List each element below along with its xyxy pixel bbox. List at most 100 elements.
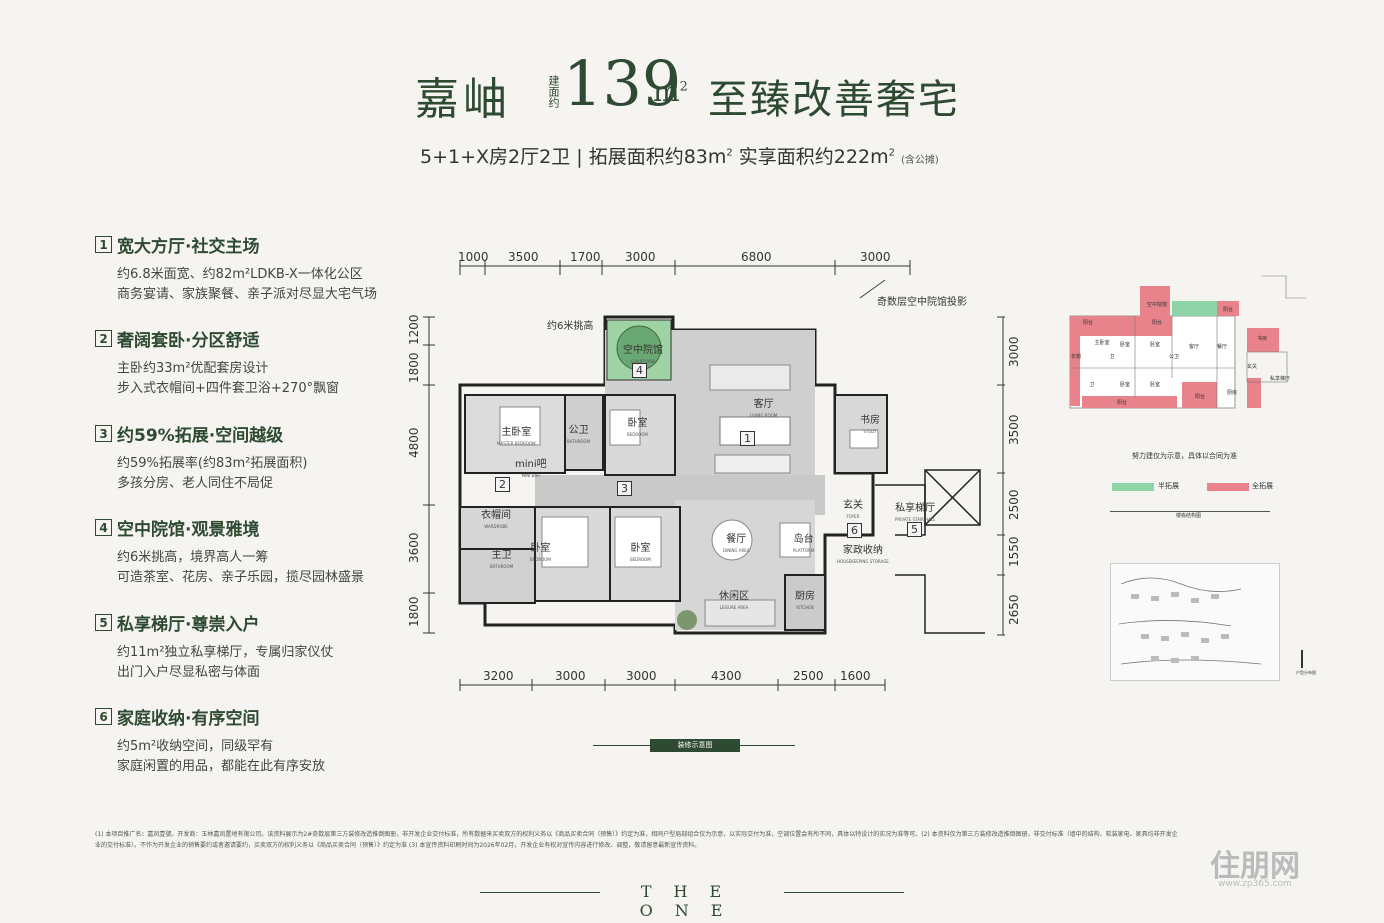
- deco-rule-left: [593, 745, 650, 746]
- marker-4: 4: [632, 363, 647, 378]
- keyplan-room: 卧室: [1150, 341, 1160, 348]
- dim-bottom: 4300: [711, 669, 742, 683]
- feature-line: 主卧约33m²优配套房设计: [117, 361, 269, 376]
- dim-bottom: 2500: [793, 669, 824, 683]
- area-label: 建面约: [547, 75, 560, 108]
- brand-text: THE ONE: [639, 882, 745, 920]
- dim-right: 3000: [1007, 336, 1021, 367]
- site-plan-drawing: [1118, 577, 1262, 665]
- floor-plan: 1000 3500 1700 3000 6800 3000 3200 3000 …: [405, 245, 1021, 700]
- keyplan-room: 餐厅: [1217, 343, 1227, 350]
- dim-top: 1700: [570, 250, 601, 264]
- feature-title: 宽大方厅·社交主场: [117, 237, 260, 257]
- dim-top: 3000: [860, 250, 891, 264]
- key-plan: 空中院馆 阳台 主卧室 卧室 卧室 客厅 餐厅 书房 卫 卧室 卧室 厨房 阳台…: [1062, 268, 1306, 523]
- keyplan-room: 空中院馆: [1147, 301, 1167, 308]
- feature-number: 3: [95, 425, 112, 442]
- keyplan-room: 公卫: [1169, 354, 1179, 360]
- dim-left: 1800: [407, 352, 421, 383]
- feature-number: 2: [95, 330, 112, 347]
- brand-footer: THE ONE: [480, 882, 904, 920]
- keyplan-room: 卫: [1089, 382, 1094, 388]
- legend-full: 全拓展: [1252, 482, 1273, 490]
- feature-title: 奢阔套卧·分区舒适: [117, 331, 260, 351]
- dim-bottom: 3000: [555, 669, 586, 683]
- watermark-text: 住朋网: [1210, 849, 1300, 884]
- keyplan-room: 阳台: [1223, 306, 1233, 313]
- brand-rule-right: [784, 892, 904, 893]
- feature-line: 约11m²独立私享梯厅，专属归家仪仗: [117, 645, 334, 660]
- feature-line: 可造茶室、花房、亲子乐园，揽尽园林盛景: [117, 570, 365, 585]
- legend: 半拓展 全拓展: [1110, 480, 1300, 494]
- dim-right: 3500: [1007, 414, 1021, 445]
- legend-swatch-full: [1207, 483, 1249, 491]
- dim-right: 1550: [1007, 536, 1021, 567]
- height-note: 约6米挑高: [547, 321, 594, 332]
- key-plan-drawing: 空中院馆 阳台 主卧室 卧室 卧室 客厅 餐厅 书房 卫 卧室 卧室 厨房 阳台…: [1069, 275, 1306, 409]
- feature-line: 约5m²收纳空间，同级罕有: [117, 739, 274, 754]
- area-value: 139: [563, 47, 682, 120]
- feature-number: 4: [95, 519, 112, 536]
- keyplan-room: 私享梯厅: [1270, 375, 1290, 382]
- disclaimer: (1) 本项目推广名：嘉凤壹號。开发商：玉林嘉凤置地有限公司。该资料展示为2#奇…: [95, 829, 1300, 851]
- dim-top: 3000: [625, 250, 656, 264]
- keyplan-room: 衣帽: [1071, 353, 1081, 360]
- feature-title: 约59%拓展·空间越级: [117, 426, 284, 446]
- feature-line: 家庭闲置的用品，都能在此有序安放: [117, 759, 326, 774]
- title-row: 嘉岫 建面约 139 m2 至臻改善奢宅: [0, 47, 1384, 135]
- keyplan-room: 卫: [1109, 354, 1114, 360]
- keyplan-room: 厨房: [1227, 389, 1237, 396]
- keyplan-room: 书房: [1257, 335, 1267, 342]
- keyplan-room: 卧室: [1150, 381, 1160, 388]
- dim-left: 3600: [407, 532, 421, 563]
- dim-left: 1200: [407, 314, 421, 345]
- watermark-logo: 住朋网 www.zp365.com: [1190, 835, 1350, 895]
- area-unit: m2: [653, 75, 688, 108]
- keyplan-caption: 楼栋结构图: [1176, 513, 1202, 519]
- feature-title: 空中院馆·观景雅境: [117, 520, 260, 540]
- dim-top: 6800: [741, 250, 772, 264]
- marker-6: 6: [847, 523, 862, 538]
- keyplan-room: 阳台: [1195, 393, 1205, 400]
- project-name: 嘉岫: [415, 74, 511, 125]
- keyplan-note: 努力建仅为示意，具体以合同为准: [1132, 452, 1237, 460]
- feature-line: 出门入户尽显私密与体面: [117, 665, 261, 680]
- feature-number: 1: [95, 236, 112, 253]
- feature-title: 家庭收纳·有序空间: [117, 709, 260, 729]
- keyplan-room: 阳台: [1117, 399, 1127, 406]
- legend-swatch-half: [1112, 483, 1154, 491]
- deco-rule-right: [740, 745, 795, 746]
- north-arrow-icon: [1301, 650, 1303, 668]
- feature-line: 步入式衣帽间+四件套卫浴+270°飘窗: [117, 381, 340, 396]
- feature-line: 约6.8米面宽、约82m²LDKB-X一体化公区: [117, 267, 363, 282]
- feature-item: 2 奢阔套卧·分区舒适 主卧约33m²优配套房设计 步入式衣帽间+四件套卫浴+27…: [95, 326, 395, 397]
- legend-half: 半拓展: [1158, 482, 1179, 490]
- disclaimer-line: 业的交付标准）。不作为开发企业的销售要约或者邀请要约，买卖双方的权利义务以《商品…: [95, 842, 701, 849]
- dim-right: 2650: [1007, 594, 1021, 625]
- keyplan-room: 卧室: [1120, 341, 1130, 348]
- dim-bottom: 1600: [840, 669, 871, 683]
- feature-title: 私享梯厅·尊崇入户: [117, 615, 260, 635]
- dim-bottom: 3200: [483, 669, 514, 683]
- keyplan-room: 阳台: [1152, 319, 1162, 326]
- keyplan-room: 主卧室: [1094, 339, 1109, 346]
- caption-rule: [1110, 511, 1270, 512]
- keyplan-room: 卧室: [1120, 381, 1130, 388]
- dim-top: 3500: [508, 250, 539, 264]
